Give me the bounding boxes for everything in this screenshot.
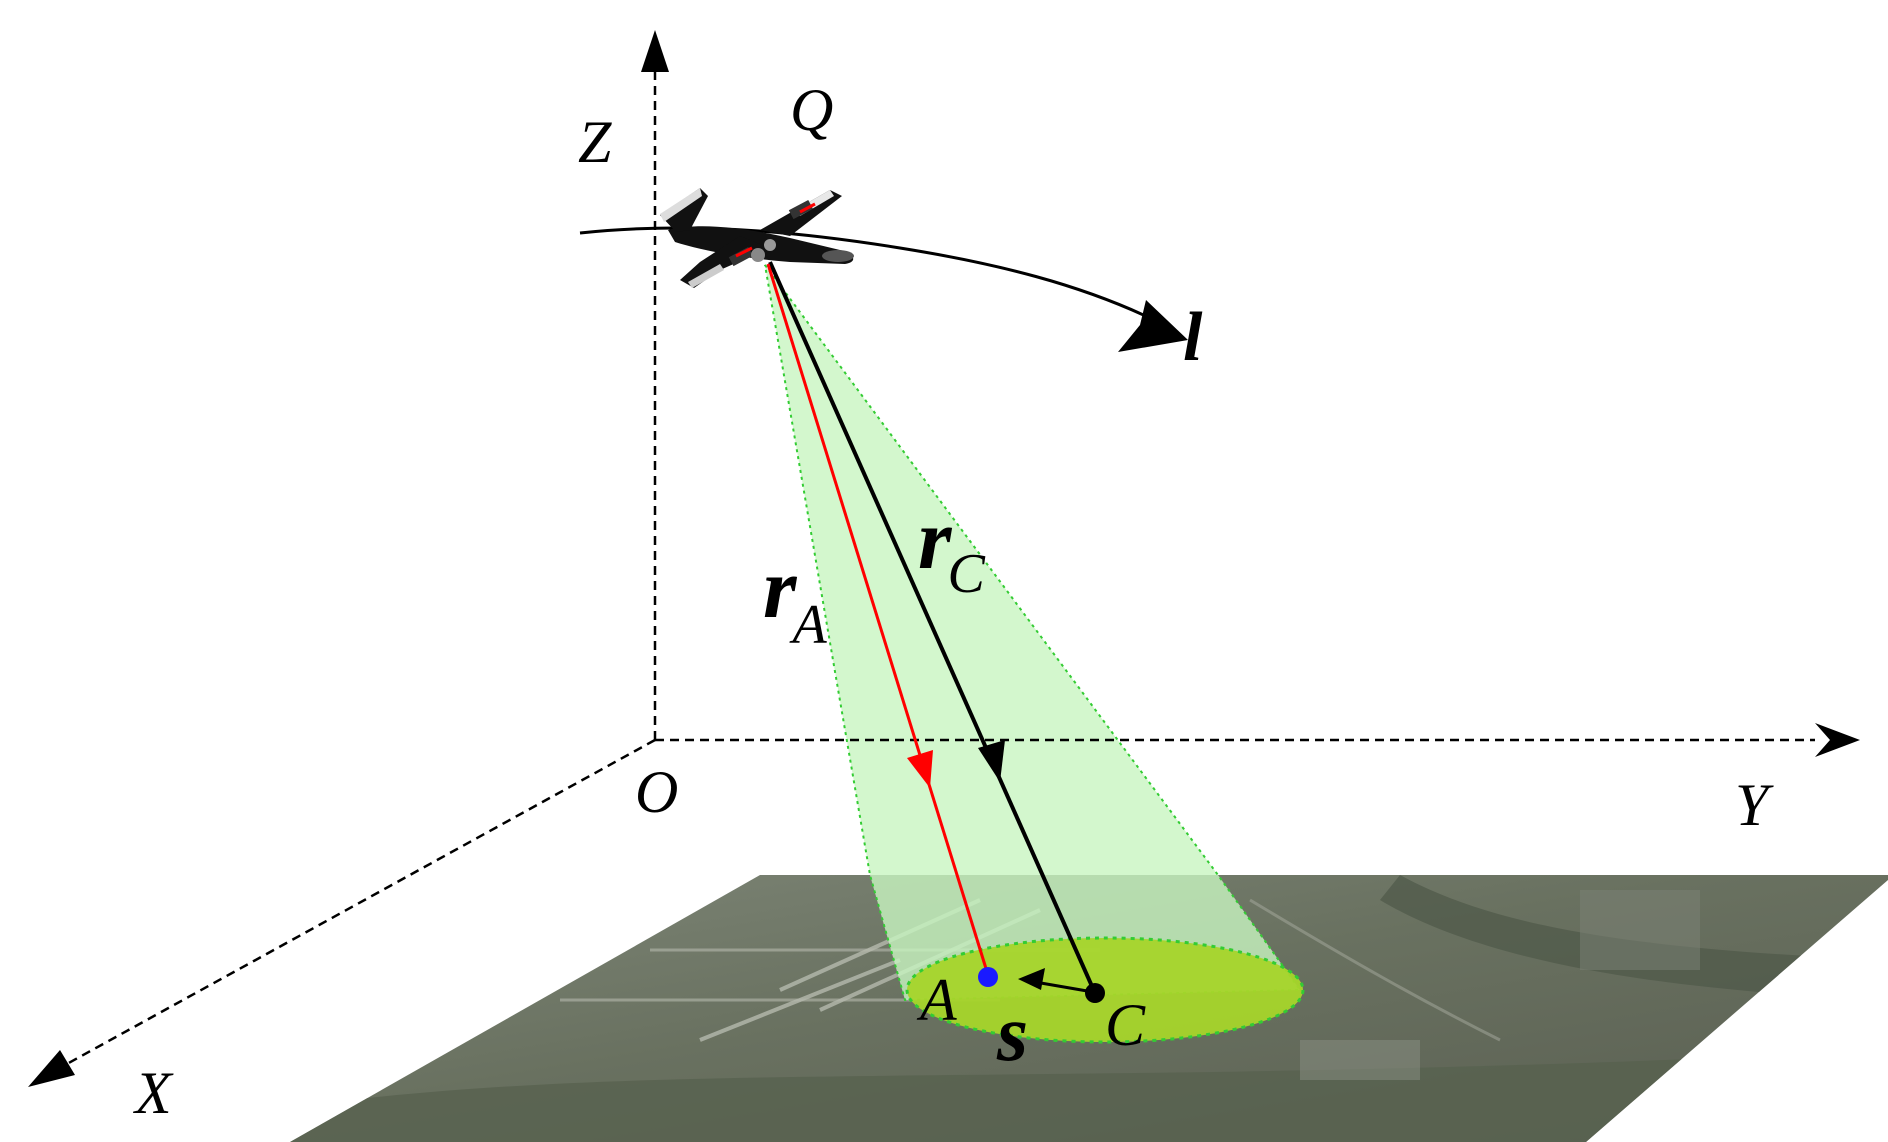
trajectory-arrow: [1118, 300, 1188, 352]
vector-ra-main: r: [763, 540, 798, 636]
y-axis-arrow: [1815, 723, 1860, 757]
x-axis-arrow: [28, 1050, 75, 1087]
vector-rc-subscript: C: [947, 543, 985, 605]
point-c-label: C: [1105, 992, 1146, 1058]
z-axis-arrow: [641, 30, 669, 72]
vector-s-arrow: [1018, 968, 1045, 990]
vector-ra-label: rA: [763, 540, 827, 656]
trajectory-label: l: [1183, 299, 1203, 376]
vector-rc-main: r: [918, 491, 953, 587]
z-axis-label: Z: [578, 109, 612, 175]
vector-rc-label: rC: [918, 491, 985, 605]
platform-label: Q: [790, 77, 833, 143]
flight-trajectory: [579, 226, 1151, 320]
coordinate-axes: [28, 30, 1860, 1087]
point-a-dot: [978, 967, 998, 987]
origin-label: O: [635, 759, 678, 825]
point-c-dot: [1085, 983, 1105, 1003]
vector-ra-subscript: A: [788, 594, 827, 656]
aircraft-icon: [660, 188, 854, 288]
vector-s-line: [1034, 980, 1094, 994]
beam-footprint: [905, 936, 1305, 1044]
y-axis-label: Y: [1735, 772, 1774, 838]
x-axis-label: X: [133, 1060, 174, 1126]
ray-rc: [768, 261, 1097, 994]
ray-rc-arrow: [978, 740, 1005, 782]
ray-ra: [766, 263, 990, 976]
point-a-label: A: [916, 967, 957, 1033]
vector-s-label: s: [996, 990, 1028, 1078]
ray-ra-arrow: [907, 750, 933, 788]
radar-beam: [764, 264, 1302, 1002]
